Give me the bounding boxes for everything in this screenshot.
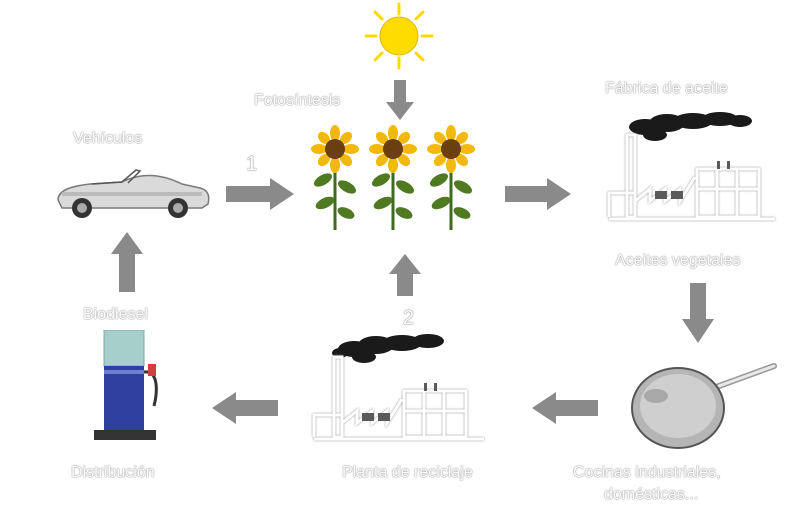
- sun-icon: [364, 2, 434, 70]
- label-cocinas-line1: Cocinas industriales,: [573, 464, 721, 481]
- label-distribucion: Distribución: [71, 464, 155, 481]
- factory-recycling-image: [312, 334, 484, 441]
- factory-oil-image: [607, 112, 775, 221]
- label-fabrica: Fábrica de aceite: [605, 80, 728, 97]
- label-cocinas-line2: domésticas...: [604, 486, 699, 503]
- arrow-down-photosynthesis: [386, 80, 414, 120]
- number-1: 1: [246, 153, 258, 175]
- label-fotosintesis: Fotosíntesis: [254, 92, 341, 109]
- arrow-left-recycling: [532, 392, 598, 424]
- arrow-down-pan: [682, 283, 714, 343]
- label-vehiculos: Vehículos: [73, 130, 143, 147]
- label-planta: Planta de reciclaje: [342, 464, 473, 481]
- frying-pan-image: [631, 363, 777, 449]
- arrow-left-distribution: [212, 392, 278, 424]
- fuel-pump-image: [94, 330, 158, 440]
- arrow-up-2: [389, 254, 421, 296]
- arrow-up-vehicles: [111, 232, 143, 292]
- label-biodiesel: Biodiesel: [83, 306, 148, 323]
- sunflowers-image: [309, 125, 477, 232]
- arrow-right-1: [226, 178, 294, 210]
- arrow-right-factory: [505, 178, 571, 210]
- car-image: [57, 169, 210, 218]
- number-2: 2: [403, 307, 415, 329]
- label-aceites: Aceites vegetales: [615, 252, 741, 269]
